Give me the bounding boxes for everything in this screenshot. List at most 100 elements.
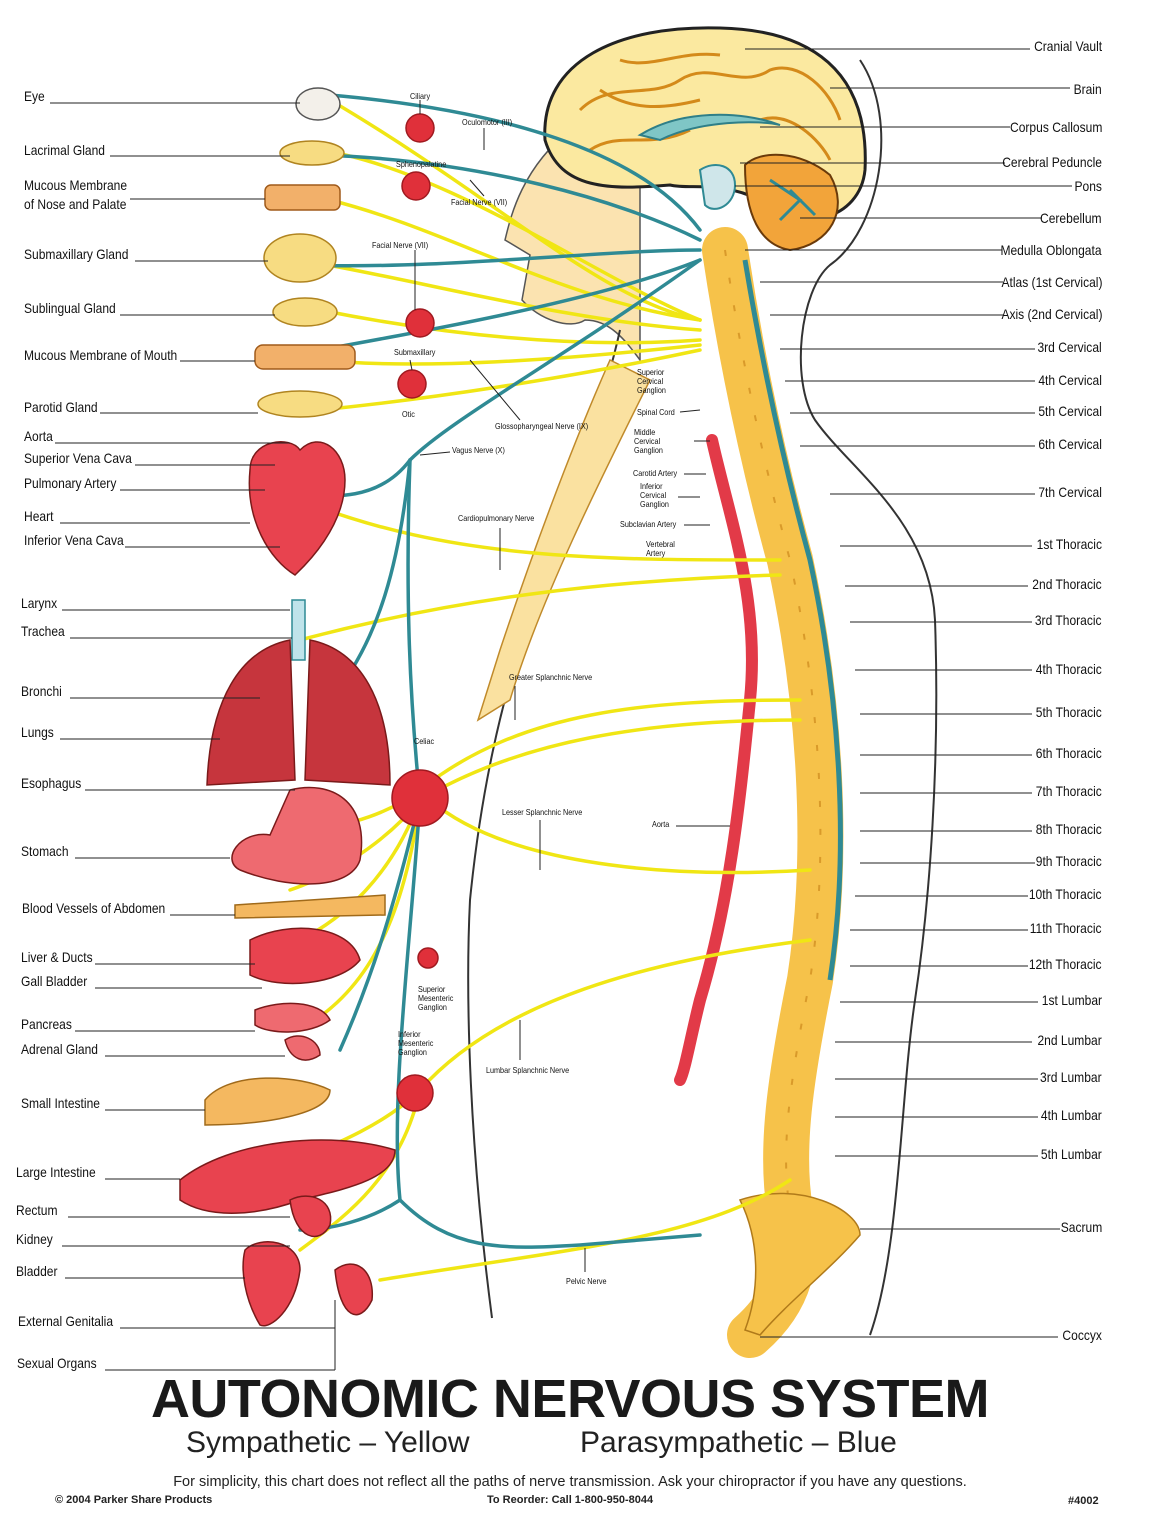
label-pelvic-nerve: Pelvic Nerve — [566, 1276, 607, 1286]
right-label-29: 4th Lumbar — [1041, 1107, 1102, 1123]
right-label-12: 6th Cervical — [1038, 436, 1102, 452]
lacrimal-gland-organ — [279, 140, 345, 166]
label-aorta-small: Aorta — [652, 819, 670, 829]
label-ciliary: Ciliary — [410, 91, 431, 101]
right-label-19: 6th Thoracic — [1035, 745, 1102, 761]
right-label-4: Pons — [1074, 178, 1102, 194]
left-label-5: Sublingual Gland — [24, 300, 116, 316]
label-otic: Otic — [402, 409, 415, 419]
left-label-30: Sexual Organs — [17, 1355, 97, 1371]
left-label-21: Gall Bladder — [21, 973, 88, 989]
right-label-13: 7th Cervical — [1038, 484, 1102, 500]
right-label-16: 3rd Thoracic — [1035, 612, 1102, 628]
page-title: AUTONOMIC NERVOUS SYSTEM — [150, 1369, 990, 1429]
liver-organ — [249, 927, 361, 985]
left-label-11: Heart — [24, 508, 54, 524]
subtitle-parasympathetic: Parasympathetic – Blue — [580, 1426, 897, 1459]
right-label-6: Medulla Oblongata — [1000, 242, 1102, 258]
trachea-organ — [291, 599, 306, 661]
label-oculomotor: Oculomotor (III) — [462, 117, 513, 127]
left-label-14: Trachea — [21, 623, 65, 639]
right-label-7: Atlas (1st Cervical) — [1000, 274, 1102, 290]
label-inferior-cervical-ganglion: Inferior Cervical Ganglion — [640, 481, 669, 509]
left-label-4: Submaxillary Gland — [24, 246, 129, 262]
right-label-10: 4th Cervical — [1038, 372, 1102, 388]
label-spinal-cord: Spinal Cord — [637, 407, 675, 417]
parotid-gland-organ — [257, 390, 343, 418]
label-subclavian-artery: Subclavian Artery — [620, 519, 677, 529]
label-celiac: Celiac — [414, 736, 435, 746]
right-label-27: 2nd Lumbar — [1037, 1032, 1102, 1048]
label-lesser-splanchnic: Lesser Splanchnic Nerve — [502, 807, 583, 817]
left-label-12: Inferior Vena Cava — [24, 532, 124, 548]
sacrum-shape — [738, 1192, 861, 1336]
left-label-23: Adrenal Gland — [21, 1041, 98, 1057]
left-label-1: Lacrimal Gland — [24, 142, 105, 158]
left-label-24: Small Intestine — [21, 1095, 100, 1111]
label-carotid-artery: Carotid Artery — [633, 468, 678, 478]
right-label-28: 3rd Lumbar — [1040, 1069, 1102, 1085]
organs — [179, 87, 396, 1327]
right-lung-organ — [304, 639, 391, 786]
label-superior-cervical-ganglion: Superior Cervical Ganglion — [637, 367, 666, 395]
left-label-15: Bronchi — [21, 683, 62, 699]
esophagus-tube — [476, 358, 652, 722]
submaxillary-gland-organ — [263, 233, 337, 283]
right-label-15: 2nd Thoracic — [1032, 576, 1102, 592]
right-label-5: Cerebellum — [1040, 210, 1102, 226]
left-label-20: Liver & Ducts — [21, 949, 93, 965]
disclaimer-note: For simplicity, this chart does not refl… — [173, 1474, 967, 1490]
left-label-26: Rectum — [16, 1202, 58, 1218]
label-greater-splanchnic: Greater Splanchnic Nerve — [509, 672, 593, 682]
left-label-17: Esophagus — [21, 775, 82, 791]
face-profile — [504, 129, 641, 363]
left-label-3: of Nose and Palate — [24, 196, 127, 212]
large-intestine-organ — [179, 1139, 396, 1214]
left-label-29: External Genitalia — [18, 1313, 114, 1329]
left-lung-organ — [206, 639, 296, 786]
left-leader-lines — [50, 102, 336, 1371]
left-label-6: Mucous Membrane of Mouth — [24, 347, 178, 363]
right-label-25: 12th Thoracic — [1029, 956, 1102, 972]
left-label-0: Eye — [24, 88, 45, 104]
right-label-0: Cranial Vault — [1033, 38, 1102, 54]
right-label-31: Sacrum — [1060, 1219, 1102, 1235]
body-outline — [799, 59, 938, 1336]
right-label-9: 3rd Cervical — [1037, 339, 1102, 355]
label-vagus: Vagus Nerve (X) — [452, 445, 505, 455]
mouth-membrane-organ — [254, 344, 356, 370]
small-intestine-organ — [204, 1077, 331, 1126]
left-label-28: Bladder — [16, 1263, 58, 1279]
left-label-9: Superior Vena Cava — [24, 450, 132, 466]
right-label-14: 1st Thoracic — [1036, 536, 1102, 552]
heart-organ — [248, 441, 346, 576]
left-label-8: Aorta — [24, 428, 53, 444]
sublingual-gland-organ — [272, 297, 338, 327]
label-vertebral-artery: Vertebral Artery — [646, 539, 675, 558]
left-label-7: Parotid Gland — [24, 399, 98, 415]
label-cardiopulmonary: Cardiopulmonary Nerve — [458, 513, 535, 523]
right-label-21: 8th Thoracic — [1035, 821, 1102, 837]
left-label-25: Large Intestine — [16, 1164, 96, 1180]
left-label-16: Lungs — [21, 724, 54, 740]
left-label-22: Pancreas — [21, 1016, 72, 1032]
right-label-22: 9th Thoracic — [1035, 853, 1102, 869]
subtitle-sympathetic: Sympathetic – Yellow — [186, 1426, 470, 1459]
reorder-info: To Reorder: Call 1-800-950-8044 — [487, 1494, 654, 1506]
right-label-32: Coccyx — [1062, 1327, 1102, 1343]
right-label-20: 7th Thoracic — [1035, 783, 1102, 799]
stomach-organ — [231, 786, 363, 885]
right-label-18: 5th Thoracic — [1035, 704, 1102, 720]
right-label-17: 4th Thoracic — [1035, 661, 1102, 677]
pancreas-organ — [254, 1002, 331, 1033]
label-glossopharyngeal: Glossopharyngeal Nerve (IX) — [495, 421, 589, 431]
left-label-10: Pulmonary Artery — [24, 475, 117, 491]
adrenal-gland-organ — [284, 1035, 321, 1061]
label-middle-cervical-ganglion: Middle Cervical Ganglion — [634, 427, 663, 455]
kidney-organ — [289, 1195, 332, 1238]
right-label-3: Cerebral Peduncle — [1002, 154, 1102, 170]
product-code: #4002 — [1068, 1495, 1099, 1507]
nerve-label-ticks — [409, 100, 730, 1272]
right-label-30: 5th Lumbar — [1041, 1146, 1102, 1162]
